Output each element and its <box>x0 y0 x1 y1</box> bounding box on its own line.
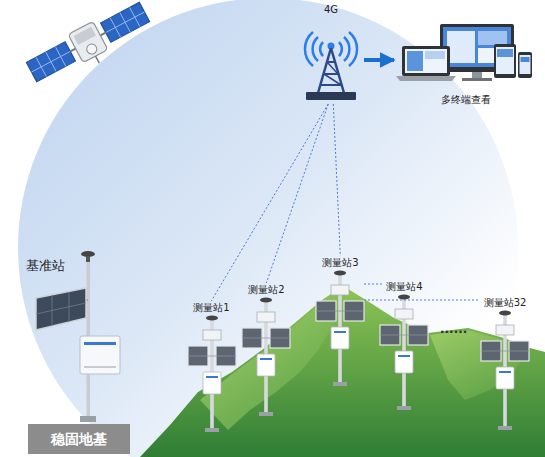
ground-box: 稳固地基 <box>28 424 130 454</box>
radio-link <box>364 284 382 285</box>
radio-link <box>211 104 328 301</box>
station-label: 基准站 <box>24 257 67 275</box>
node-text: 稳固地基 <box>51 431 107 448</box>
node-text: 测量站32 <box>484 297 527 309</box>
mountain <box>140 286 545 457</box>
radio-link <box>266 104 328 283</box>
node-text: 测量站1 <box>193 302 229 314</box>
measuring-station <box>380 295 428 411</box>
measuring-station <box>188 316 236 433</box>
terminal-node: 多终端查看 <box>396 22 536 108</box>
node-text: 4G <box>324 4 338 16</box>
mountain-highlight <box>430 330 530 400</box>
station-label: 测量站4 <box>384 280 425 294</box>
data-arrow <box>364 58 394 62</box>
station-label: 测量站1 <box>191 301 232 315</box>
node-text: 基准站 <box>26 258 65 274</box>
terminal-devices <box>396 24 532 81</box>
tower-node: 4G <box>300 2 362 104</box>
cell-tower <box>305 32 357 100</box>
base-station <box>36 251 120 422</box>
station-label: 测量站3 <box>320 256 361 270</box>
satellite <box>24 0 156 93</box>
station-label: 测量站32 <box>482 296 529 310</box>
node-text: 测量站3 <box>322 257 358 269</box>
node-text: 多终端查看 <box>441 94 491 106</box>
station-label: 测量站2 <box>246 283 287 297</box>
radio-link <box>333 104 340 256</box>
measuring-station <box>481 311 529 431</box>
node-text: 测量站2 <box>248 284 284 296</box>
node-text: 测量站4 <box>386 281 422 293</box>
ellipsis-label: ...... <box>440 322 467 336</box>
radio-link <box>364 300 480 301</box>
station-group <box>188 271 529 433</box>
measuring-station <box>242 298 290 417</box>
measuring-station <box>316 271 364 387</box>
